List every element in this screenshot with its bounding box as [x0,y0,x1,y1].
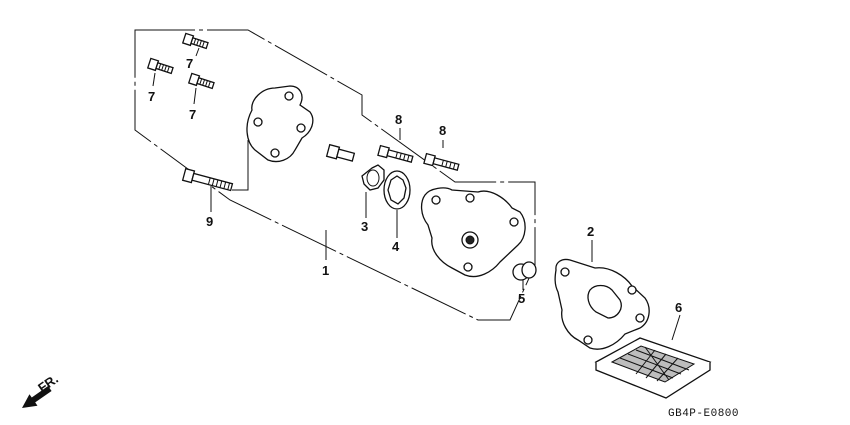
callout-2: 2 [587,224,594,239]
bolt-7c [187,72,215,90]
gasket [554,258,650,350]
collar [512,261,537,281]
bolt-8b [423,152,460,171]
oil-strainer [594,337,712,399]
leader-9-bracket [232,140,249,191]
bolt-7a [181,32,209,50]
callout-7b: 7 [148,89,155,104]
bolt-9 [181,167,234,192]
assembly-outline [134,29,536,321]
callout-4: 4 [392,239,400,254]
pump-shaft [325,143,356,162]
pump-body [420,187,526,278]
callout-3: 3 [361,219,368,234]
callout-8a: 8 [395,112,402,127]
diagram-code: GB4P-E0800 [668,408,739,420]
bolt-8a [377,144,414,163]
callout-5: 5 [518,291,525,306]
callout-6: 6 [675,300,682,315]
callout-8b: 8 [439,123,446,138]
callout-9: 9 [206,214,213,229]
outer-rotor [383,170,411,210]
front-direction-arrow-icon [22,386,52,408]
callout-7a: 7 [186,56,193,71]
callout-1: 1 [322,263,329,278]
pump-cover [246,85,314,163]
callout-7c: 7 [189,107,196,122]
direction-label: FR. [35,371,61,395]
inner-rotor [361,164,385,191]
bolt-7b [146,57,174,75]
leader-lines [152,47,681,341]
